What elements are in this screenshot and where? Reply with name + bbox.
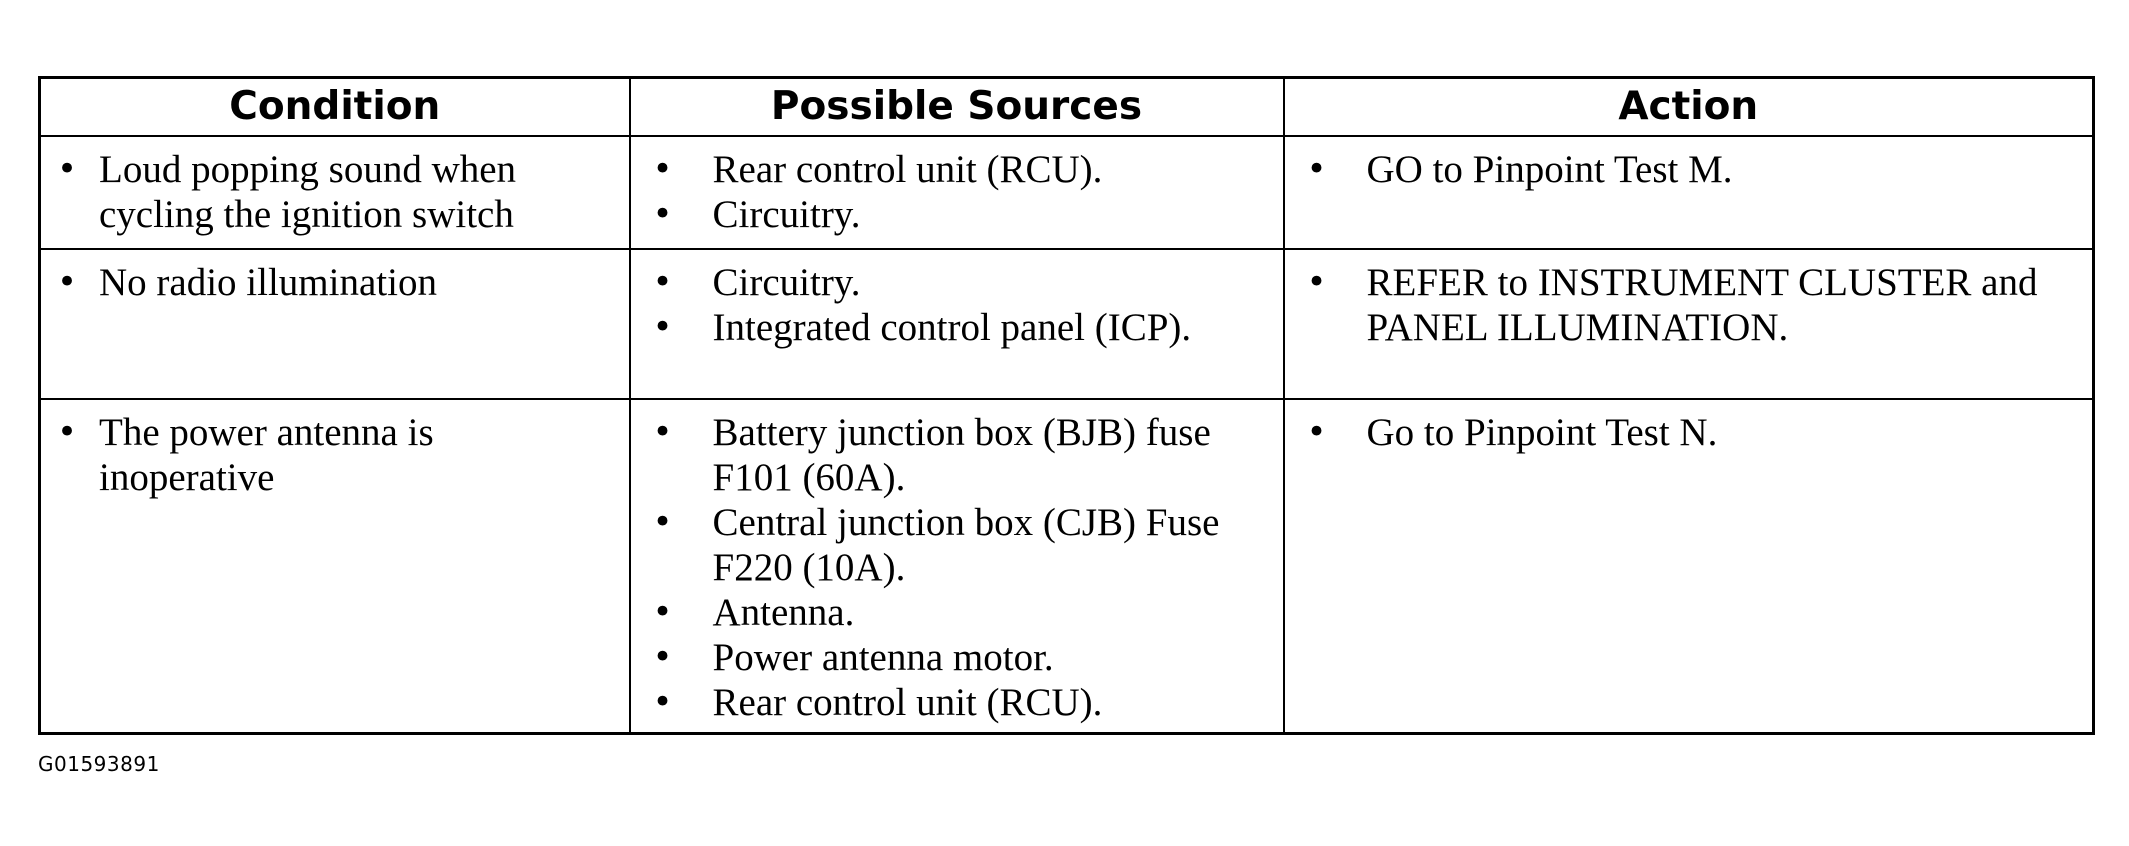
action-cell: • Go to Pinpoint Test N.: [1282, 398, 2095, 735]
list-item: • Integrated control panel (ICP).: [631, 305, 1273, 350]
condition-text: Loud popping sound when cycling the igni…: [99, 148, 517, 236]
bullet-icon: •: [652, 194, 673, 234]
bullet-icon: •: [1306, 412, 1327, 452]
header-condition: Condition: [38, 76, 631, 137]
bullet-icon: •: [1306, 262, 1327, 302]
action-cell: • REFER to INSTRUMENT CLUSTER and PANEL …: [1282, 248, 2095, 400]
bullet-icon: •: [652, 637, 673, 677]
condition-cell: • No radio illumination: [38, 248, 631, 400]
source-text: Circuitry.: [712, 193, 861, 236]
list-item: • Rear control unit (RCU).: [631, 147, 1273, 192]
sources-cell: • Rear control unit (RCU). • Circuitry.: [628, 135, 1285, 250]
condition-cell: • The power antenna is inoperative: [38, 398, 631, 735]
action-text: REFER to INSTRUMENT CLUSTER and PANEL IL…: [1366, 261, 2038, 349]
list-item: • REFER to INSTRUMENT CLUSTER and PANEL …: [1285, 260, 2083, 350]
bullet-icon: •: [652, 682, 673, 722]
action-cell: • GO to Pinpoint Test M.: [1282, 135, 2095, 250]
source-text: Rear control unit (RCU).: [712, 148, 1103, 191]
action-text: GO to Pinpoint Test M.: [1366, 148, 1733, 191]
condition-text: The power antenna is inoperative: [99, 411, 434, 499]
list-item: • Central junction box (CJB) Fuse F220 (…: [631, 500, 1273, 590]
source-text: Circuitry.: [712, 261, 861, 304]
list-item: • No radio illumination: [41, 260, 619, 305]
source-text: Integrated control panel (ICP).: [712, 306, 1192, 349]
list-item: • Circuitry.: [631, 192, 1273, 237]
source-text: Power antenna motor.: [712, 636, 1054, 679]
bullet-icon: •: [57, 412, 78, 452]
sources-cell: • Circuitry. • Integrated control panel …: [628, 248, 1285, 400]
bullet-icon: •: [1306, 149, 1327, 189]
sources-cell: • Battery junction box (BJB) fuse F101 (…: [628, 398, 1285, 735]
bullet-icon: •: [652, 502, 673, 542]
header-row: Condition Possible Sources Action: [38, 76, 2095, 137]
condition-cell: • Loud popping sound when cycling the ig…: [38, 135, 631, 250]
bullet-icon: •: [57, 262, 78, 302]
bullet-icon: •: [652, 592, 673, 632]
source-text: Antenna.: [712, 591, 855, 634]
list-item: • The power antenna is inoperative: [41, 410, 619, 500]
source-text: Rear control unit (RCU).: [712, 681, 1103, 724]
list-item: • Power antenna motor.: [631, 635, 1273, 680]
source-text: Central junction box (CJB) Fuse F220 (10…: [712, 501, 1220, 589]
source-text: Battery junction box (BJB) fuse F101 (60…: [712, 411, 1211, 499]
table-row: • Loud popping sound when cycling the ig…: [38, 135, 2095, 250]
table-row: • The power antenna is inoperative • Bat…: [38, 398, 2095, 735]
list-item: • GO to Pinpoint Test M.: [1285, 147, 2083, 192]
bullet-icon: •: [652, 412, 673, 452]
bullet-icon: •: [652, 149, 673, 189]
list-item: • Loud popping sound when cycling the ig…: [41, 147, 619, 237]
list-item: • Go to Pinpoint Test N.: [1285, 410, 2083, 455]
bullet-icon: •: [57, 149, 78, 189]
condition-text: No radio illumination: [99, 261, 437, 304]
list-item: • Circuitry.: [631, 260, 1273, 305]
header-action: Action: [1282, 76, 2095, 137]
bullet-icon: •: [652, 307, 673, 347]
table-row: • No radio illumination • Circuitry. • I…: [38, 248, 2095, 400]
list-item: • Rear control unit (RCU).: [631, 680, 1273, 725]
header-possible-sources: Possible Sources: [628, 76, 1285, 137]
diagnosis-table: Condition Possible Sources Action • Loud…: [38, 76, 2095, 735]
list-item: • Battery junction box (BJB) fuse F101 (…: [631, 410, 1273, 500]
bullet-icon: •: [652, 262, 673, 302]
list-item: • Antenna.: [631, 590, 1273, 635]
action-text: Go to Pinpoint Test N.: [1366, 411, 1718, 454]
figure-id-label: G01593891: [38, 752, 160, 776]
